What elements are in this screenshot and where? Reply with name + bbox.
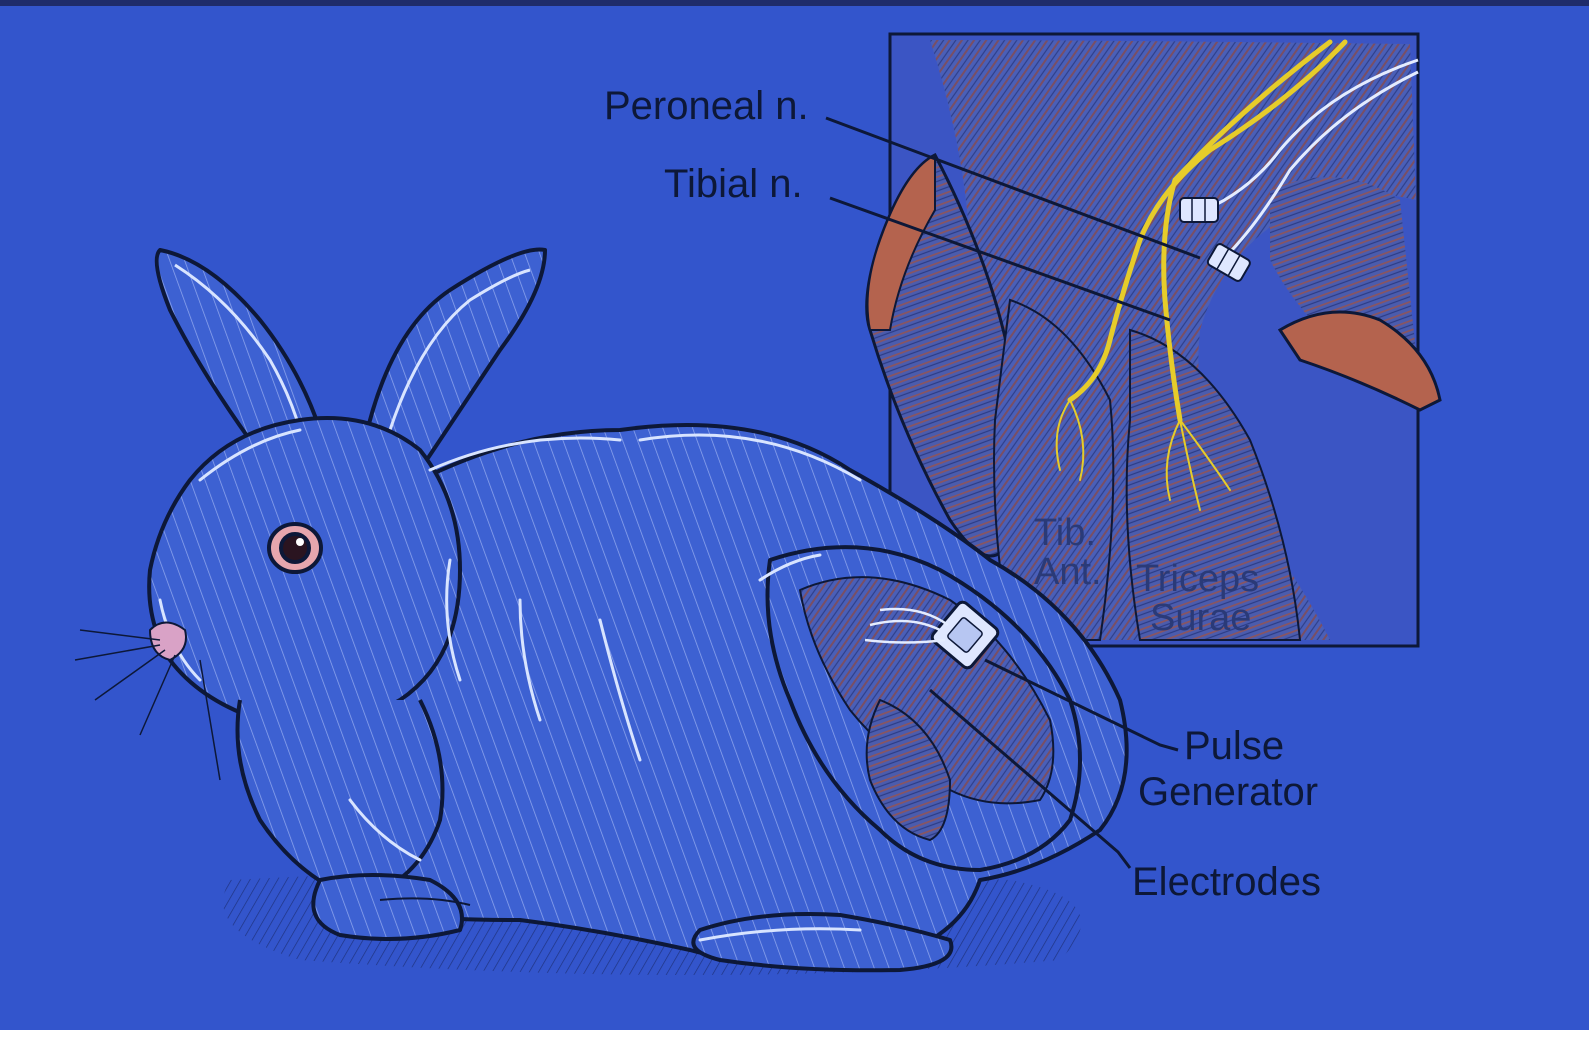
- label-tibial-nerve: Tibial n.: [664, 164, 803, 204]
- label-tib-ant: Tib. Ant.: [1034, 514, 1102, 592]
- label-electrodes: Electrodes: [1132, 862, 1321, 902]
- label-generator: Generator: [1138, 772, 1318, 812]
- label-peroneal-nerve: Peroneal n.: [604, 86, 809, 126]
- cuff-electrode-icon: [1180, 198, 1218, 222]
- label-triceps-line2: Surae: [1136, 599, 1259, 638]
- label-triceps-surae: Triceps Surae: [1136, 560, 1259, 638]
- label-pulse: Pulse: [1184, 726, 1284, 766]
- rabbit-eye: [269, 524, 321, 572]
- label-tib-ant-line1: Tib.: [1034, 514, 1102, 553]
- label-tib-ant-line2: Ant.: [1034, 553, 1102, 592]
- label-triceps-line1: Triceps: [1136, 560, 1259, 599]
